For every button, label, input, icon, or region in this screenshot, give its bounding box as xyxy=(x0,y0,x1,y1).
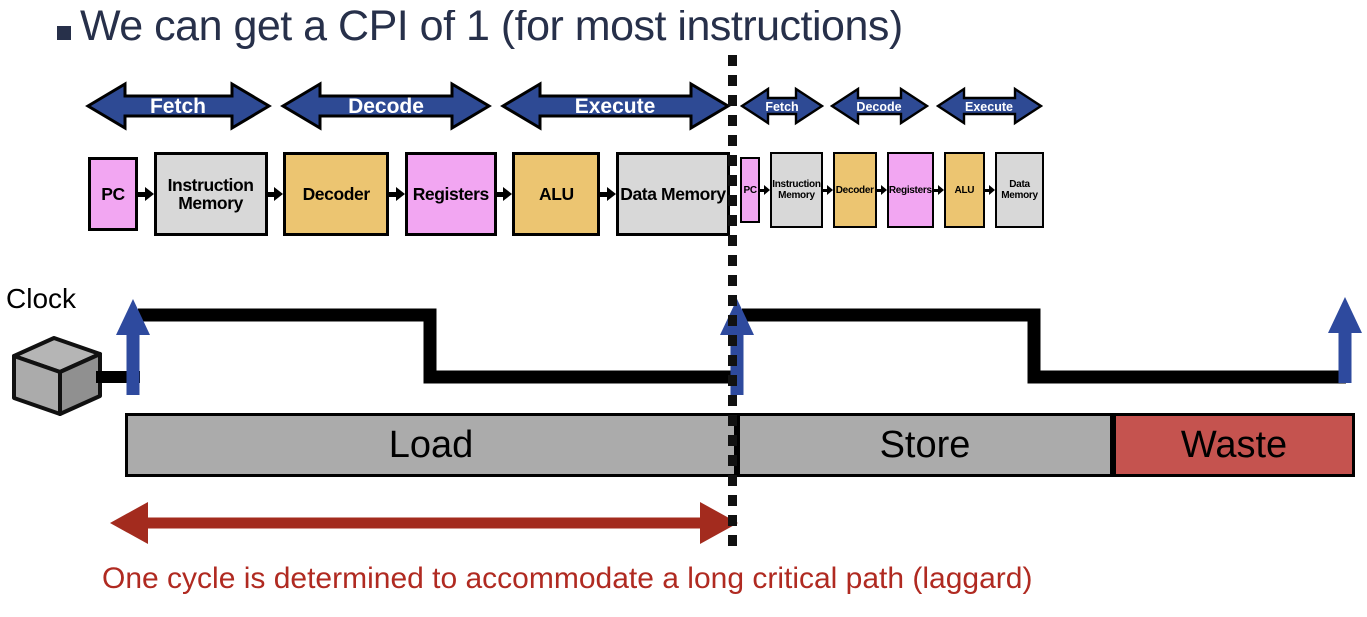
caption-text: One cycle is determined to accommodate a… xyxy=(102,562,1033,595)
block-pc: PC xyxy=(88,157,138,231)
stage-label-execute: Execute xyxy=(575,95,656,118)
double-arrow-icon xyxy=(936,86,1043,126)
block-instruction-memory: Instruction Memory xyxy=(153,152,268,236)
waste-bar: Waste xyxy=(1113,413,1355,477)
datapath-row: PC Instruction Memory Decoder Registers … xyxy=(88,152,730,236)
rising-edge-arrow-icon xyxy=(1328,297,1362,383)
clock-icon xyxy=(12,336,102,416)
clock-cycle-2 xyxy=(742,308,1346,384)
clock-label: Clock xyxy=(6,283,77,314)
block-alu: ALU xyxy=(512,152,601,236)
flow-arrow-icon xyxy=(933,185,944,195)
flow-arrow-icon xyxy=(600,187,616,201)
load-bar-label: Load xyxy=(388,423,474,466)
block-registers-small: Registers xyxy=(886,152,934,228)
stage-label-fetch-small: Fetch xyxy=(765,100,798,114)
stage-arrow-decode: Decode xyxy=(280,81,492,131)
clock-cycle-1 xyxy=(138,308,735,384)
rising-edge-arrow-icon xyxy=(116,299,150,395)
cycle-boundary-dashed-line xyxy=(728,55,737,555)
stage-arrow-execute-small: Execute xyxy=(936,86,1043,126)
block-instruction-memory-small: Instruction Memory xyxy=(770,152,823,228)
stage-arrow-fetch: Fetch xyxy=(85,81,272,131)
block-decoder: Decoder xyxy=(283,152,390,236)
flow-arrow-icon xyxy=(389,187,405,201)
double-arrow-icon xyxy=(280,81,492,131)
double-arrow-icon xyxy=(85,81,272,131)
store-bar: Store xyxy=(737,413,1113,477)
stage-label-decode: Decode xyxy=(348,95,424,118)
flow-arrow-icon xyxy=(985,185,996,195)
double-arrow-icon xyxy=(740,86,824,126)
flow-arrow-icon xyxy=(138,187,154,201)
block-pc-small: PC xyxy=(740,157,761,223)
store-bar-label: Store xyxy=(879,423,971,466)
clock-waveform xyxy=(96,297,1362,395)
page-title: We can get a CPI of 1 (for most instruct… xyxy=(80,10,1130,54)
flow-arrow-icon xyxy=(267,187,284,201)
stage-arrow-fetch-small: Fetch xyxy=(740,86,824,126)
flow-arrow-icon xyxy=(496,187,513,201)
flow-arrow-icon xyxy=(760,185,771,195)
waste-bar-label: Waste xyxy=(1180,423,1288,466)
flow-arrow-icon xyxy=(876,185,887,195)
stage-label-decode-small: Decode xyxy=(856,100,901,114)
stage-arrow-execute: Execute xyxy=(500,81,731,131)
datapath-row-small: PC Instruction Memory Decoder Registers … xyxy=(740,152,1044,228)
block-data-memory-small: Data Memory xyxy=(995,152,1044,228)
cycle-span-arrow-icon xyxy=(110,502,738,544)
flow-arrow-icon xyxy=(822,185,833,195)
double-arrow-icon xyxy=(830,86,929,126)
stage-arrow-decode-small: Decode xyxy=(830,86,929,126)
block-data-memory: Data Memory xyxy=(615,152,730,236)
page-title-text: We can get a CPI of 1 (for most instruct… xyxy=(80,10,903,50)
block-decoder-small: Decoder xyxy=(832,152,877,228)
stage-label-execute-small: Execute xyxy=(965,100,1013,114)
bullet-icon xyxy=(57,26,71,40)
stage-label-fetch: Fetch xyxy=(150,95,206,118)
load-bar: Load xyxy=(125,413,737,477)
block-alu-small: ALU xyxy=(943,152,986,228)
block-registers: Registers xyxy=(404,152,497,236)
